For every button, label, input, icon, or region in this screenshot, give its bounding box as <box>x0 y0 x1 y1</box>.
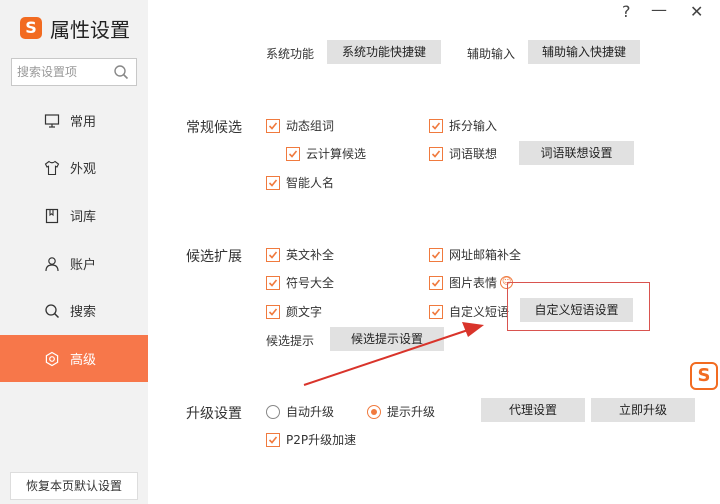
checkbox-label: 云计算候选 <box>306 147 367 161</box>
checkbox-label: 动态组词 <box>286 119 335 133</box>
smart-name-checkbox[interactable]: 智能人名 <box>266 174 334 191</box>
auto-upgrade-radio[interactable]: 自动升级 <box>266 403 334 420</box>
check-icon <box>429 247 443 262</box>
radio-label: 提示升级 <box>387 405 436 419</box>
help-icon[interactable]: ? <box>622 2 631 21</box>
search-box <box>11 58 137 86</box>
checkbox-label: 网址邮箱补全 <box>449 248 522 262</box>
checkbox-label: 智能人名 <box>286 176 335 190</box>
sogou-logo: S <box>20 17 42 39</box>
reset-defaults-button[interactable]: 恢复本页默认设置 <box>10 472 138 500</box>
upgrade-settings-title: 升级设置 <box>186 406 242 422</box>
cloud-candidate-checkbox[interactable]: 云计算候选 <box>286 145 366 162</box>
kaomoji-checkbox[interactable]: 颜文字 <box>266 303 322 320</box>
check-icon <box>429 304 443 319</box>
proxy-settings-button[interactable]: 代理设置 <box>481 398 585 422</box>
check-icon <box>286 146 300 161</box>
check-icon <box>429 146 443 161</box>
checkbox-label: 图片表情 <box>449 276 498 290</box>
radio-label: 自动升级 <box>286 405 335 419</box>
sidebar-item-lexicon[interactable]: 词库 <box>0 192 148 239</box>
sidebar: S 属性设置 常用 外观 词库 账户 搜索 高级 恢复本页默认设置 <box>0 0 148 504</box>
candidate-extension-title: 候选扩展 <box>186 249 242 265</box>
candidate-hint-settings-button[interactable]: 候选提示设置 <box>330 327 444 351</box>
system-shortcut-button[interactable]: 系统功能快捷键 <box>327 40 441 64</box>
sidebar-item-search[interactable]: 搜索 <box>0 287 148 334</box>
sidebar-item-label: 常用 <box>70 115 97 130</box>
system-function-label: 系统功能 <box>266 47 315 61</box>
custom-phrase-settings-button[interactable]: 自定义短语设置 <box>520 298 633 322</box>
aux-input-label: 辅助输入 <box>467 47 516 61</box>
sidebar-item-label: 账户 <box>70 258 97 273</box>
search-input[interactable] <box>12 59 108 85</box>
check-icon <box>266 275 280 290</box>
dynamic-phrase-checkbox[interactable]: 动态组词 <box>266 117 334 134</box>
checkbox-label: 英文补全 <box>286 248 335 262</box>
aux-shortcut-button[interactable]: 辅助输入快捷键 <box>528 40 640 64</box>
check-icon <box>266 432 280 447</box>
p2p-acceleration-checkbox[interactable]: P2P升级加速 <box>266 431 356 448</box>
monitor-icon <box>44 113 60 128</box>
page-title: 属性设置 <box>50 18 130 42</box>
checkbox-label: 颜文字 <box>286 305 323 319</box>
sidebar-item-common[interactable]: 常用 <box>0 97 148 144</box>
sidebar-item-label: 外观 <box>70 162 97 177</box>
image-emoji-checkbox[interactable]: 图片表情 ☺ <box>429 274 514 291</box>
check-icon <box>266 118 280 133</box>
sidebar-item-label: 词库 <box>70 210 97 225</box>
symbol-collection-checkbox[interactable]: 符号大全 <box>266 274 334 291</box>
custom-phrase-checkbox[interactable]: 自定义短语 <box>429 303 509 320</box>
checkbox-label: 符号大全 <box>286 276 335 290</box>
sidebar-item-label: 高级 <box>70 353 97 368</box>
minimize-icon[interactable]: — <box>651 0 667 19</box>
shirt-icon <box>44 160 60 175</box>
close-icon[interactable]: ✕ <box>690 2 704 21</box>
url-email-complete-checkbox[interactable]: 网址邮箱补全 <box>429 246 521 263</box>
floating-sogou-logo[interactable]: S <box>690 362 718 390</box>
word-association-settings-button[interactable]: 词语联想设置 <box>519 141 634 165</box>
checkbox-label: 拆分输入 <box>449 119 498 133</box>
prompt-upgrade-radio[interactable]: 提示升级 <box>367 403 435 420</box>
sidebar-item-account[interactable]: 账户 <box>0 240 148 287</box>
check-icon <box>266 175 280 190</box>
checkbox-label: 自定义短语 <box>449 305 510 319</box>
user-icon <box>45 256 59 271</box>
split-input-checkbox[interactable]: 拆分输入 <box>429 117 497 134</box>
check-icon <box>429 275 443 290</box>
check-icon <box>429 118 443 133</box>
checkbox-label: 词语联想 <box>449 147 498 161</box>
upgrade-now-button[interactable]: 立即升级 <box>591 398 695 422</box>
book-icon <box>45 208 59 223</box>
search-icon[interactable] <box>113 64 129 80</box>
check-icon <box>266 247 280 262</box>
sidebar-item-appearance[interactable]: 外观 <box>0 144 148 191</box>
sidebar-item-advanced[interactable]: 高级 <box>0 335 148 382</box>
search-icon <box>45 303 60 318</box>
settings-icon <box>45 351 59 366</box>
word-association-checkbox[interactable]: 词语联想 <box>429 145 497 162</box>
radio-icon <box>266 404 280 419</box>
candidate-hint-label: 候选提示 <box>266 334 315 348</box>
checkbox-label: P2P升级加速 <box>286 433 357 447</box>
check-icon <box>266 304 280 319</box>
highlight-box <box>507 282 650 331</box>
english-complete-checkbox[interactable]: 英文补全 <box>266 246 334 263</box>
regular-candidates-title: 常规候选 <box>186 120 242 136</box>
radio-selected-icon <box>367 404 381 419</box>
sidebar-item-label: 搜索 <box>70 305 97 320</box>
